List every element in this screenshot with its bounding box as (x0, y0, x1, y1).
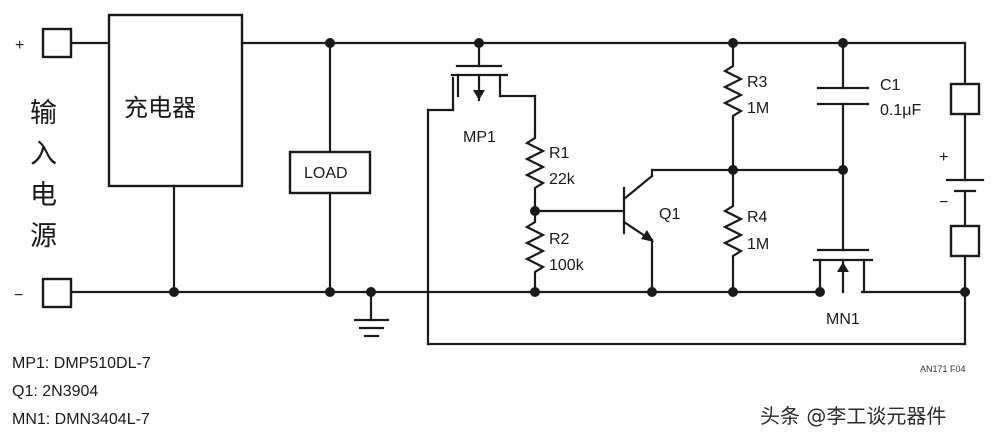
input-source-char-3: 电 (30, 180, 57, 211)
load-block (288, 150, 372, 195)
q1-transistor (533, 168, 845, 294)
r3-value: 1M (747, 100, 769, 117)
mp1-transistor (450, 41, 537, 132)
r4-value: 1M (747, 236, 769, 253)
input-source-char-4: 源 (30, 221, 57, 252)
charger-label: 充电器 (124, 94, 196, 122)
input-source-char-1: 输 (30, 98, 57, 129)
battery-minus-terminal (949, 224, 981, 258)
r1-name: R1 (549, 145, 570, 162)
r3-resistor (722, 41, 744, 172)
r2-resistor (524, 209, 546, 294)
input-plus-sign: + (15, 37, 24, 54)
q1-label: Q1 (659, 206, 680, 223)
r4-resistor (722, 168, 744, 294)
load-label: LOAD (304, 165, 348, 182)
r3-name: R3 (747, 74, 768, 91)
input-source-char-2: 入 (30, 139, 57, 170)
c1-capacitor (816, 41, 870, 252)
mn1-transistor (812, 248, 874, 294)
input-minus-sign: − (14, 287, 23, 304)
battery-plus-terminal (949, 82, 981, 116)
part-q1: Q1: 2N3904 (12, 383, 98, 400)
figure-code: AN171 F04 (920, 364, 966, 374)
r4-name: R4 (747, 209, 768, 226)
input-minus-terminal (41, 277, 73, 309)
ground-symbol (353, 290, 390, 338)
r1-resistor (524, 128, 546, 213)
input-plus-terminal (41, 27, 73, 59)
r2-name: R2 (549, 231, 570, 248)
part-mp1: MP1: DMP510DL-7 (12, 355, 151, 372)
junction-dots (169, 38, 970, 297)
c1-value: 0.1μF (880, 102, 921, 119)
part-mn1: MN1: DMN3404L-7 (12, 411, 150, 428)
r1-value: 22k (549, 171, 576, 188)
watermark: 头条 @李工谈元器件 (760, 404, 946, 428)
c1-name: C1 (880, 77, 901, 94)
charger-block (107, 13, 244, 188)
mp1-label: MP1 (463, 129, 496, 146)
battery-minus-sign: − (939, 194, 948, 211)
r2-value: 100k (549, 257, 585, 274)
battery-plus-sign: + (939, 149, 948, 166)
battery (945, 41, 985, 346)
mn1-label: MN1 (826, 311, 860, 328)
